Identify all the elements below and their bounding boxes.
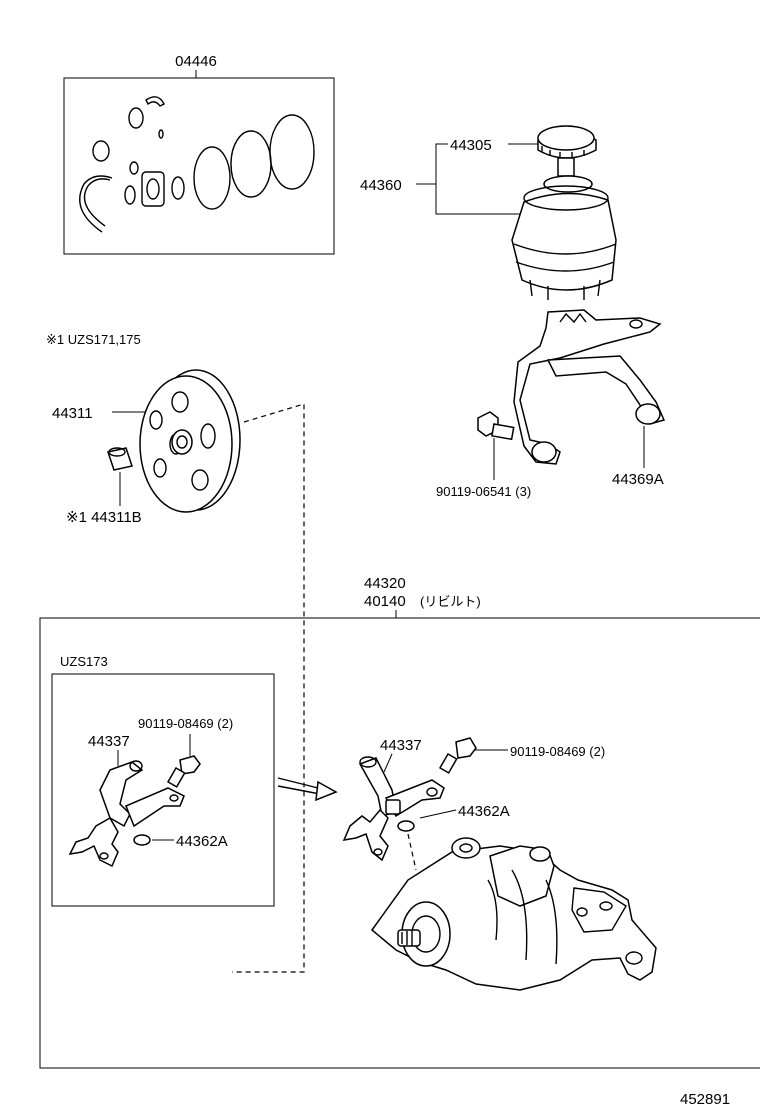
variant-model-label: UZS173 bbox=[60, 654, 108, 669]
seal-kit-group: 04446 bbox=[63, 53, 335, 255]
figure-number: 452891 bbox=[680, 1091, 730, 1108]
reservoir-bracket-leader-bottom bbox=[435, 184, 522, 215]
bolt-main-part bbox=[438, 737, 477, 774]
pump-assy-label: 44320 bbox=[364, 575, 406, 592]
variant-union-label: 44337 bbox=[88, 733, 130, 750]
reservoir-group: 44305 44360 bbox=[360, 125, 617, 300]
bushing-part bbox=[107, 447, 133, 471]
bracket-bolt bbox=[477, 411, 515, 441]
pump-assembly-group: 44320 40140 (リビルト) bbox=[39, 575, 760, 1069]
pump-rebuilt-label: 40140 bbox=[364, 593, 406, 610]
oring-label: 44362A bbox=[458, 803, 510, 820]
variant-bolt-label: 90119-08469 (2) bbox=[138, 716, 233, 731]
bracket-group: 90119-06541 (3) 44369A bbox=[436, 309, 666, 499]
bracket-part bbox=[513, 309, 666, 465]
variant-box bbox=[51, 673, 275, 907]
oring-part bbox=[397, 820, 415, 832]
reservoir-label: 44360 bbox=[360, 177, 402, 194]
bushing-label: ※1 44311B bbox=[66, 509, 142, 526]
pump-body bbox=[370, 837, 657, 991]
union-part bbox=[342, 756, 445, 862]
rebuilt-note: (リビルト) bbox=[420, 594, 481, 609]
reservoir-body bbox=[511, 175, 617, 300]
variant-group: UZS173 90119-08469 (2) 44337 44362A bbox=[51, 654, 338, 907]
seal-kit-parts bbox=[79, 96, 315, 233]
variant-arrow bbox=[277, 777, 338, 802]
note-models: ※1 UZS171,175 bbox=[46, 332, 141, 347]
bracket-label: 44369A bbox=[612, 471, 664, 488]
reservoir-bracket-leader-top bbox=[416, 143, 448, 185]
variant-oring-part bbox=[133, 834, 151, 846]
cap-label: 44305 bbox=[450, 137, 492, 154]
variant-oring-label: 44362A bbox=[176, 833, 228, 850]
pulley-part bbox=[139, 369, 241, 513]
union-leader bbox=[383, 753, 393, 773]
seal-kit-label: 04446 bbox=[175, 53, 217, 70]
pulley-group: ※1 UZS171,175 44311 ※1 44311B bbox=[46, 332, 305, 973]
pulley-label: 44311 bbox=[52, 405, 93, 422]
union-label: 44337 bbox=[380, 737, 422, 754]
pump-assembly-box bbox=[39, 617, 760, 1069]
bolt-upper-label: 90119-06541 (3) bbox=[436, 484, 531, 499]
reservoir-cap bbox=[537, 125, 597, 177]
oring-dashline bbox=[407, 833, 417, 871]
oring-leader bbox=[419, 809, 457, 819]
variant-bolt-part bbox=[166, 755, 201, 788]
main-pump-group: 44337 90119-08469 (2) 44362A bbox=[342, 737, 657, 991]
bolt-main-label: 90119-08469 (2) bbox=[510, 744, 605, 759]
seal-kit-box bbox=[63, 77, 335, 255]
variant-union-part bbox=[68, 760, 185, 868]
pulley-alignment-dashline bbox=[232, 403, 305, 973]
